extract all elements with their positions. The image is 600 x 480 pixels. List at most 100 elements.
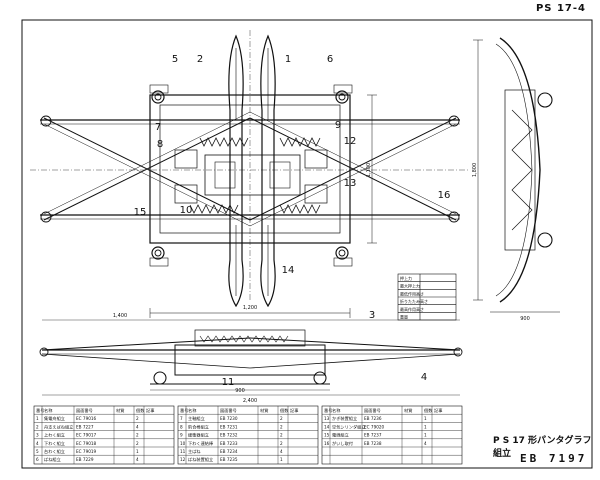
- parts-cell: 10: [180, 441, 186, 446]
- parts-cell: EB 7231: [220, 424, 238, 429]
- parts-cell: 4: [136, 424, 139, 429]
- parts-header: 図面番号: [364, 407, 381, 414]
- collector-shoe-left: [228, 34, 244, 308]
- parts-cell: EB 7227: [76, 424, 94, 429]
- parts-cell: 16: [324, 441, 330, 446]
- parts-header: 名称: [188, 407, 196, 414]
- parts-cell: 台わく組立: [44, 448, 65, 455]
- callout-12: 12: [344, 136, 357, 147]
- parts-cell: 2: [280, 424, 283, 429]
- spec-label: 重量: [400, 314, 408, 320]
- callout-14: 14: [282, 265, 295, 276]
- parts-header: 番号: [36, 407, 44, 414]
- parts-cell: 1: [424, 424, 427, 429]
- callout-3: 3: [369, 310, 375, 321]
- parts-cell: EC 79016: [76, 416, 97, 421]
- callout-8: 8: [157, 139, 163, 150]
- parts-header: 図面番号: [76, 407, 93, 414]
- callout-13: 13: [344, 178, 357, 189]
- parts-header: 材質: [116, 407, 124, 414]
- dim-bottom-total: 2,400: [243, 398, 257, 404]
- parts-cell: 4: [136, 457, 139, 462]
- parts-cell: 上わく組立: [44, 432, 65, 438]
- parts-header: 記事: [146, 407, 154, 414]
- parts-cell: EB 7236: [364, 416, 382, 421]
- parts-cell: EB 7230: [220, 416, 238, 421]
- parts-header: 名称: [332, 407, 340, 414]
- parts-header: 番号: [180, 407, 188, 414]
- parts-cell: 1: [36, 416, 39, 421]
- parts-table-frame: [33, 405, 463, 465]
- spec-label: 押上力: [400, 275, 412, 281]
- parts-header: 名称: [44, 407, 52, 414]
- parts-cell: 2: [280, 433, 283, 438]
- spec-label: 最高作用高さ: [400, 306, 424, 312]
- parts-cell: 下わく連結棒: [188, 440, 214, 447]
- parts-cell: EC 79020: [364, 424, 385, 429]
- parts-cell: 8: [180, 424, 183, 429]
- parts-header: 個数: [136, 407, 145, 414]
- drawing-border: [21, 19, 593, 469]
- elevation-view: [39, 319, 463, 396]
- parts-cell: 1: [280, 457, 283, 462]
- parts-cell: 5: [36, 449, 39, 454]
- main-springs: [189, 137, 321, 214]
- callout-2: 2: [197, 54, 203, 65]
- parts-cell: 下わく組立: [44, 440, 65, 447]
- parts-cell: 13: [324, 416, 330, 421]
- parts-header: 個数: [280, 407, 289, 414]
- parts-cell: 2: [136, 416, 139, 421]
- parts-cell: かぎ装置組立: [332, 415, 357, 422]
- parts-cell: EC 79017: [76, 433, 97, 438]
- parts-cell: 舟支えばね組立: [44, 423, 73, 430]
- parts-cell: 1: [424, 416, 427, 421]
- dim-side-base: 900: [520, 316, 530, 322]
- parts-cell: 4: [36, 441, 39, 446]
- parts-cell: 6: [36, 457, 39, 462]
- dim-mid-height: 1,100: [366, 163, 372, 177]
- parts-cell: 緩衝器組立: [188, 432, 209, 439]
- parts-cell: EC 79019: [76, 449, 97, 454]
- drawing-title: P S 17 形パンタグラフ組立: [493, 436, 592, 459]
- parts-cell: 12: [180, 457, 186, 462]
- parts-cell: EB 7237: [364, 433, 382, 438]
- parts-header: 材質: [404, 407, 412, 414]
- callout-7: 7: [155, 122, 161, 133]
- parts-cell: 4: [280, 449, 283, 454]
- parts-cell: 2: [280, 416, 283, 421]
- parts-cell: EC 79018: [76, 441, 97, 446]
- dim-bottom-span: 1,400: [113, 313, 127, 319]
- side-view: [473, 37, 560, 313]
- collector-shoe-right: [260, 34, 276, 308]
- callout-11: 11: [222, 377, 235, 388]
- parts-cell: 1: [424, 433, 427, 438]
- parts-cell: EB 7235: [220, 457, 238, 462]
- parts-cell: 電線組立: [332, 432, 349, 439]
- spec-label: 折りたたみ高さ: [400, 298, 428, 304]
- parts-cell: 集電舟組立: [44, 415, 65, 422]
- spec-table: [397, 273, 457, 321]
- callout-5: 5: [172, 54, 178, 65]
- parts-cell: 釣合棒組立: [188, 423, 209, 430]
- parts-cell: 空気シリンダ組立: [332, 423, 366, 430]
- parts-cell: 2: [36, 424, 39, 429]
- parts-cell: 2: [280, 441, 283, 446]
- parts-cell: ばね装置組立: [188, 456, 213, 463]
- parts-header: 記事: [434, 407, 442, 414]
- parts-cell: EB 7229: [76, 457, 94, 462]
- parts-cell: 2: [136, 441, 139, 446]
- callout-16: 16: [438, 190, 451, 201]
- parts-header: 番号: [324, 407, 332, 414]
- plan-view: [30, 30, 470, 318]
- parts-cell: 1: [136, 449, 139, 454]
- drawing-number: EB 7197: [520, 452, 588, 465]
- parts-cell: 3: [36, 433, 39, 438]
- parts-cell: 14: [324, 424, 330, 429]
- callout-15: 15: [134, 207, 147, 218]
- parts-cell: 主ばね: [188, 448, 201, 455]
- dim-bottom-base: 900: [235, 388, 245, 394]
